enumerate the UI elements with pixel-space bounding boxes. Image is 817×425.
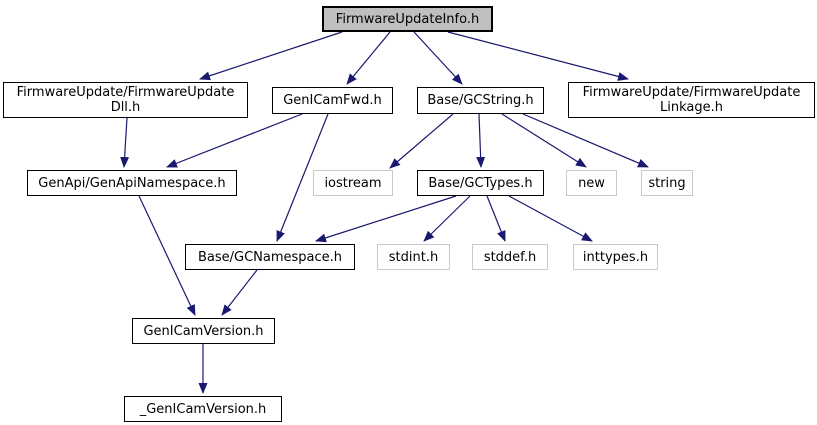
node-base-gcstring-h[interactable]: Base/GCString.h	[417, 87, 544, 114]
node-genicamversion-h[interactable]: GenICamVersion.h	[132, 318, 275, 344]
edge-base-gctypes-h-to-base-gcnamespace-h	[315, 195, 457, 243]
node-new: new	[566, 170, 617, 196]
edge-base-gctypes-h-to-stddef-h	[486, 195, 506, 242]
edge-base-gcstring-h-to-string	[522, 113, 649, 168]
node-firmware-update-dll-h[interactable]: FirmwareUpdate/FirmwareUpdate Dll.h	[3, 82, 248, 118]
edge-base-gcnamespace-h-to-genicamversion-h	[221, 269, 258, 316]
node-inttypes-h: inttypes.h	[573, 244, 658, 270]
node-genicamfwd-h[interactable]: GenICamFwd.h	[272, 87, 393, 114]
edge-genicamfwd-h-to-base-gcnamespace-h	[276, 113, 329, 242]
node-genapi-genapinamespace-h[interactable]: GenApi/GenApiNamespace.h	[27, 170, 237, 196]
node-stddef-h: stddef.h	[472, 244, 548, 270]
node-underscore-genicamversion-h[interactable]: _GenICamVersion.h	[124, 396, 282, 422]
edge-base-gcstring-h-to-new	[501, 113, 587, 168]
edge-genapi-genapinamespace-h-to-genicamversion-h	[138, 195, 196, 316]
edge-firmware-update-info-h-to-base-gcstring-h	[413, 31, 463, 85]
edge-firmware-update-info-h-to-firmware-update-linkage-h	[447, 31, 629, 81]
edge-genicamfwd-h-to-genapi-genapinamespace-h	[166, 113, 303, 168]
node-base-gctypes-h[interactable]: Base/GCTypes.h	[417, 170, 544, 196]
node-firmware-update-info-h: FirmwareUpdateInfo.h	[322, 6, 493, 32]
node-base-gcnamespace-h[interactable]: Base/GCNamespace.h	[185, 244, 355, 270]
edge-firmware-update-info-h-to-firmware-update-dll-h	[199, 31, 343, 81]
edge-base-gcstring-h-to-iostream	[389, 113, 454, 169]
node-string: string	[641, 170, 693, 196]
edge-firmware-update-dll-h-to-genapi-genapinamespace-h	[120, 117, 130, 168]
edge-base-gctypes-h-to-stdint-h	[423, 195, 471, 242]
edge-base-gctypes-h-to-inttypes-h	[508, 195, 593, 242]
edge-base-gcstring-h-to-base-gctypes-h	[476, 113, 486, 168]
node-iostream: iostream	[313, 170, 393, 196]
edge-firmware-update-info-h-to-genicamfwd-h	[346, 31, 391, 85]
node-firmware-update-linkage-h[interactable]: FirmwareUpdate/FirmwareUpdate Linkage.h	[568, 82, 815, 118]
node-stdint-h: stdint.h	[377, 244, 450, 270]
